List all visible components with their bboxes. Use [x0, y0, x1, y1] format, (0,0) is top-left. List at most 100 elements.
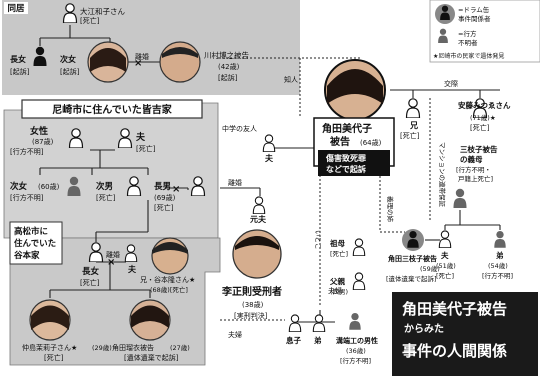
rel-mansion: マンションの連帯保証 [438, 142, 447, 208]
anzai-status: [死亡] [470, 123, 490, 132]
mizokami-name: 溝端工の男性 [336, 336, 378, 345]
title-box [392, 292, 538, 376]
sofu-status: [死亡] [330, 249, 348, 258]
person-icon-otto-51 [438, 230, 452, 248]
photo-nakashima-hair [31, 305, 69, 330]
sofu-name: 祖母 [329, 238, 345, 248]
person-icon-mizokami [349, 312, 361, 330]
amagasaki-region [3, 102, 219, 239]
legend-drum-text-1: =ドラム缶 [458, 5, 490, 14]
tanimoto-status: (68歳)[死亡] [150, 285, 188, 294]
rel-kazoku: 夫婦 [228, 330, 242, 339]
mie-giri-name-1: 三枝子被告 [460, 144, 498, 154]
amagasaki-tag [21, 99, 203, 119]
lee-age: (38歳) [242, 300, 264, 309]
rel-itoko: いとこ [314, 230, 322, 250]
kakuda-rui-status: [遺体遺棄で起訴] [124, 353, 179, 362]
choujo-top-status: [起訴] [10, 67, 30, 76]
person-icon-otouto-small [312, 314, 326, 332]
divorce-mark-3: × [107, 257, 115, 268]
kakuda-mie-status: [遺体遺棄で起訴] [386, 274, 437, 283]
person-icon-mie-giri [453, 188, 467, 208]
chounan-age: (69歳) [154, 193, 176, 202]
legend-star-note: ★尼崎市の民家で遺体発見 [433, 52, 504, 60]
itoko-label-group: いとこ [314, 230, 322, 250]
jijo-name: 次女 [60, 54, 76, 64]
photo-jijo-hair [90, 48, 126, 72]
takamatsu-label-1: 高松市に [14, 226, 48, 237]
nakashima-age: (29歳) [92, 343, 112, 352]
chounan-name: 長男 [154, 181, 171, 192]
mie-giri-status: [行方不明・ [456, 165, 491, 174]
person-icon-otouto-54 [494, 230, 506, 248]
otto-mina-name: 夫 [136, 131, 146, 143]
miyoko-charge-1: 傷害致死罪 [325, 153, 366, 163]
kawamura-age: (42歳) [218, 62, 240, 71]
jijo-60-status: [行方不明] [10, 193, 44, 202]
nakashima-name: 仲島茉莉子さん★ [22, 343, 77, 352]
anzai-name: 安藤みつゑさん [458, 100, 511, 110]
jijo-60-name: 次女 [10, 181, 28, 192]
divorce-mark-1: × [134, 58, 142, 69]
otto-51-age: (51歳) [436, 261, 456, 270]
mizokami-age: (36歳) [346, 346, 366, 355]
rel-fufu: 夫婦 [328, 286, 342, 295]
josei-age: (87歳) [32, 137, 54, 146]
chounan-status: [死亡] [154, 203, 174, 212]
amagasaki-label: 尼崎市に住んでいた皆吉家 [52, 103, 172, 116]
divorce-label-1: 離婚 [135, 52, 149, 61]
divorce-label-2: 離婚 [228, 178, 242, 187]
miyoko-charge-box [318, 150, 390, 176]
otouto-small-name: 弟 [314, 335, 322, 345]
otouto-54-name: 弟 [496, 250, 504, 260]
miyoko-name: 角田美代子 [322, 122, 372, 135]
miyoko-charge-2: などで起訴 [326, 164, 366, 174]
title-line-3: 事件の人間関係 [402, 342, 507, 360]
person-icon-chichi [352, 272, 366, 290]
jinan-name: 次男 [96, 181, 113, 192]
takamatsu-label-2: 住んでいた [14, 238, 56, 249]
otto-mina-status: [死亡] [136, 144, 156, 153]
chichi-name: 父親 [329, 276, 345, 286]
choujo-mid-status: [死亡] [80, 278, 100, 287]
musuko-name: 息子 [286, 335, 301, 345]
otto-center-name: 夫 [264, 153, 274, 163]
oe-status: [死亡] [80, 16, 100, 25]
legend-drum-text-2: 事件関係者 [458, 14, 491, 23]
kawamura-status: [起訴] [218, 73, 238, 82]
title-line-1: 角田美代子被告 [402, 300, 507, 318]
rel-giri-ane: 義理の姉 [386, 196, 395, 223]
photo-kakuda-rui-hair [131, 305, 169, 328]
kakuda-rui-age: (27歳) [170, 343, 190, 352]
ani-name: 兄 [409, 121, 418, 130]
kakuda-mie-age: (59歳) [420, 264, 440, 273]
photo-tanimoto-hair [152, 242, 188, 254]
kakuda-mie-name: 角田三枝子被告 [388, 254, 437, 263]
person-icon-otto-center [262, 134, 276, 152]
chichi-status: (四男) [330, 288, 348, 296]
mie-giri-name-2: の義母 [460, 154, 483, 164]
photo-lee-hair [235, 236, 279, 250]
tanimoto-name: 兄・谷本隆さん★ [140, 275, 195, 284]
legend-missing-text-1: =行方 [458, 29, 477, 38]
person-icon-musuko [288, 314, 302, 332]
motootto-name: 元夫 [250, 214, 267, 224]
mizokami-status: [行方不明] [340, 356, 371, 365]
jijo-status: [起訴] [60, 67, 80, 76]
doukyo-label: 同居 [7, 4, 25, 14]
person-icon-ani [405, 98, 421, 118]
divorce-label-3: 離婚 [106, 250, 120, 259]
mansion-label-group: マンションの連帯保証 [438, 142, 447, 208]
person-icon-motootto [252, 196, 266, 214]
jijo-60-age: (60歳) [38, 182, 60, 191]
photo-miyoko-hair [327, 69, 383, 104]
kakuda-rui-name: 角田瑠衣被告 [112, 343, 154, 352]
legend-missing-text-2: 不明者 [458, 39, 478, 47]
oe-name: 大江和子さん [80, 6, 125, 16]
lee-status: [実刑判決] [234, 311, 268, 320]
otto-51-name: 夫 [441, 250, 449, 260]
mie-giri-extra: 戸籍上死亡] [458, 174, 493, 183]
rel-koryu: 交際 [444, 79, 458, 88]
